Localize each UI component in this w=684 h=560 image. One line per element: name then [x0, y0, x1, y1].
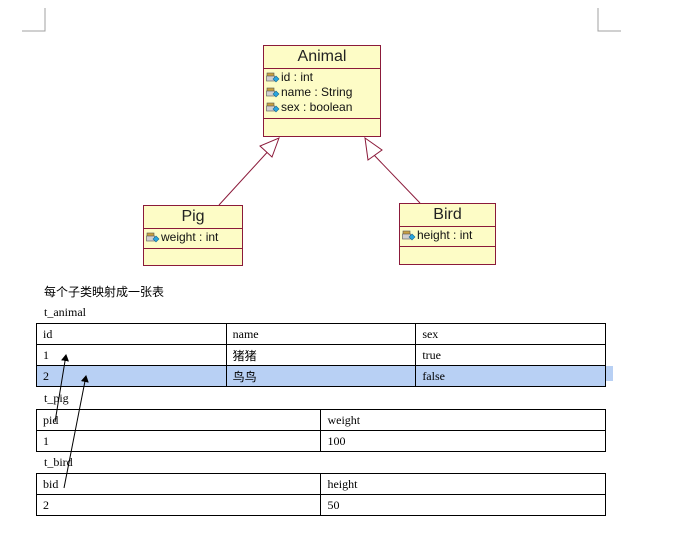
- page-corner-top-left: [22, 8, 46, 32]
- table-row: 1 猪猪 true: [36, 344, 606, 366]
- table-row-selected: 2 鸟鸟 false: [36, 365, 606, 387]
- attribute-row: height : int: [402, 228, 495, 243]
- uml-class-pig[interactable]: Pig weight : int: [143, 205, 243, 266]
- private-attribute-icon: [266, 87, 280, 97]
- class-name: Bird: [400, 204, 495, 227]
- selection-overflow: [605, 366, 613, 381]
- table-t-animal: id name sex 1 猪猪 true 2 鸟鸟 false: [36, 323, 606, 387]
- class-name: Pig: [144, 206, 242, 229]
- table-cell[interactable]: 1: [35, 430, 322, 452]
- table-cell[interactable]: 2: [36, 365, 227, 387]
- table-cell[interactable]: 鸟鸟: [225, 365, 417, 387]
- class-operations: [264, 119, 380, 129]
- attribute-row: weight : int: [146, 230, 242, 245]
- table-name-t-bird: t_bird: [44, 455, 73, 469]
- table-cell[interactable]: 50: [320, 494, 606, 516]
- table-name-t-animal: t_animal: [44, 305, 86, 319]
- attribute-row: id : int: [266, 70, 380, 85]
- attribute-text: height : int: [417, 228, 473, 242]
- header-cell[interactable]: pid: [35, 409, 322, 431]
- class-operations: [400, 247, 495, 257]
- bird-generalization-line: [373, 154, 421, 204]
- class-attributes: id : int name : String sex : boolean: [264, 69, 380, 119]
- header-cell[interactable]: bid: [35, 473, 322, 495]
- table-name-t-pig: t_pig: [44, 391, 69, 405]
- table-cell[interactable]: false: [415, 365, 606, 387]
- table-cell[interactable]: 猪猪: [225, 344, 417, 366]
- attribute-row: name : String: [266, 85, 380, 100]
- header-cell[interactable]: height: [320, 473, 606, 495]
- class-operations: [144, 249, 242, 259]
- uml-class-bird[interactable]: Bird height : int: [399, 203, 496, 265]
- table-t-pig: pid weight 1 100: [35, 409, 606, 452]
- attribute-row: sex : boolean: [266, 100, 380, 115]
- private-attribute-icon: [266, 72, 280, 82]
- class-attributes: weight : int: [144, 229, 242, 249]
- table-row: 2 50: [35, 494, 606, 516]
- attribute-text: name : String: [281, 85, 353, 99]
- class-attributes: height : int: [400, 227, 495, 247]
- table-row: 1 100: [35, 430, 606, 452]
- table-header-row: bid height: [35, 473, 606, 495]
- table-header-row: id name sex: [36, 323, 606, 345]
- header-cell[interactable]: weight: [320, 409, 606, 431]
- page-corner-top-right: [597, 8, 621, 32]
- table-cell[interactable]: 100: [320, 430, 606, 452]
- attribute-text: weight : int: [161, 230, 219, 244]
- table-cell[interactable]: true: [415, 344, 606, 366]
- table-header-row: pid weight: [35, 409, 606, 431]
- class-name: Animal: [264, 46, 380, 69]
- header-cell[interactable]: id: [36, 323, 227, 345]
- table-cell[interactable]: 1: [36, 344, 227, 366]
- attribute-text: sex : boolean: [281, 100, 353, 114]
- private-attribute-icon: [266, 102, 280, 112]
- table-t-bird: bid height 2 50: [35, 473, 606, 516]
- private-attribute-icon: [146, 232, 160, 242]
- table-cell[interactable]: 2: [35, 494, 322, 516]
- bird-generalization-arrowhead: [364, 136, 383, 161]
- header-cell[interactable]: sex: [415, 323, 606, 345]
- uml-class-animal[interactable]: Animal id : int name : String sex : bool…: [263, 45, 381, 137]
- pig-generalization-arrowhead: [259, 137, 280, 158]
- pig-generalization-line: [218, 146, 273, 206]
- mapping-caption: 每个子类映射成一张表: [44, 285, 165, 299]
- private-attribute-icon: [402, 230, 416, 240]
- attribute-text: id : int: [281, 70, 314, 84]
- header-cell[interactable]: name: [225, 323, 417, 345]
